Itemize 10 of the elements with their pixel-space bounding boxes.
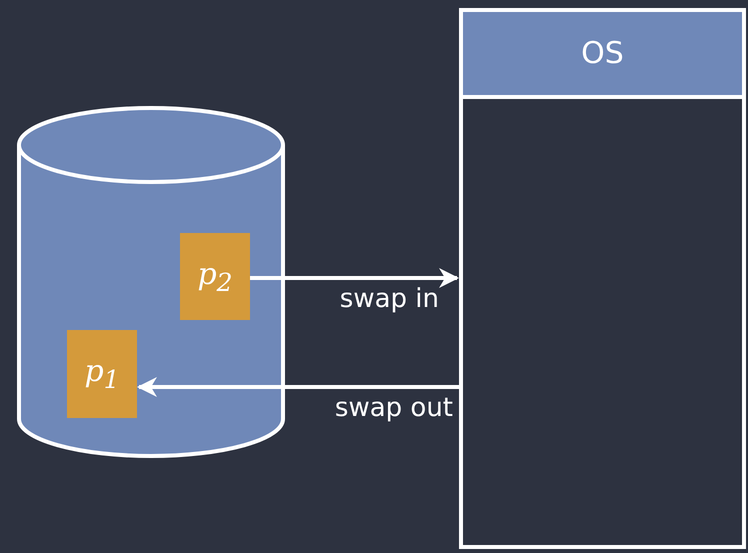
memory-box: [459, 8, 746, 549]
process-label: p$_{1}$: [84, 354, 120, 394]
arrow: [250, 268, 459, 288]
arrow: [137, 377, 459, 397]
process-label: p$_{2}$: [197, 256, 233, 296]
process-block: [180, 233, 250, 320]
edge-label: swap in: [340, 284, 439, 314]
process-block: [67, 330, 137, 418]
edge-label: swap out: [334, 393, 453, 423]
memory-region-label: OS: [581, 36, 624, 71]
